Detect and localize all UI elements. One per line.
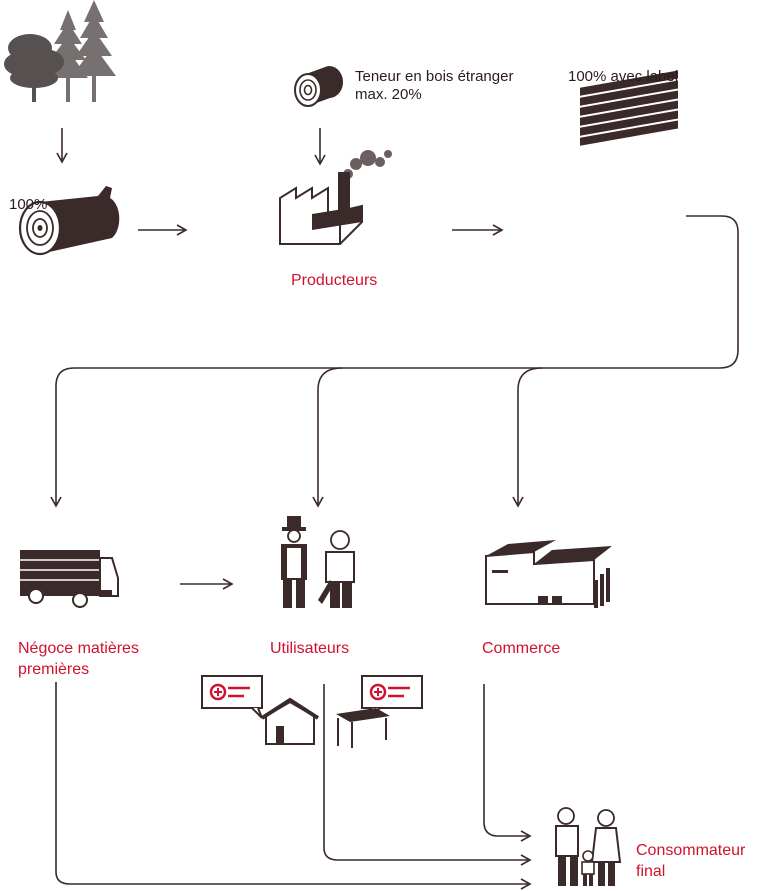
flow-to-raw-trade bbox=[50, 215, 739, 508]
producers-label: Producteurs bbox=[291, 272, 378, 289]
log-icon bbox=[18, 186, 120, 256]
table-label-bubble bbox=[361, 675, 423, 719]
flow-trade-to-consumer bbox=[55, 682, 532, 890]
consumer-label: Consommateur final bbox=[636, 842, 746, 880]
factory-icon bbox=[279, 150, 392, 245]
family-icon bbox=[555, 807, 622, 886]
flow-commerce-to-consumer bbox=[483, 684, 532, 842]
log-share-label: 100% bbox=[9, 196, 48, 213]
commerce-label: Commerce bbox=[482, 640, 561, 657]
craftsmen-icon bbox=[281, 516, 355, 608]
users-label: Utilisateurs bbox=[270, 640, 350, 657]
flow-to-users bbox=[312, 367, 343, 508]
forest-icon bbox=[4, 0, 116, 102]
flow-users-to-consumer bbox=[323, 684, 532, 866]
label-share-note: 100% avec label bbox=[568, 68, 679, 85]
house-label-bubble bbox=[201, 675, 263, 719]
lumber-stack-icon bbox=[580, 70, 678, 250]
table-icon bbox=[336, 708, 390, 748]
raw-trade-label: Négoce matières premières bbox=[18, 640, 139, 678]
import-log-icon bbox=[294, 65, 344, 107]
foreign-wood-note: Teneur en bois étranger max. 20% bbox=[355, 68, 514, 103]
truck-icon bbox=[20, 550, 119, 608]
house-icon bbox=[260, 697, 320, 745]
flow-to-commerce bbox=[512, 367, 543, 508]
commerce-building-icon bbox=[485, 540, 612, 608]
